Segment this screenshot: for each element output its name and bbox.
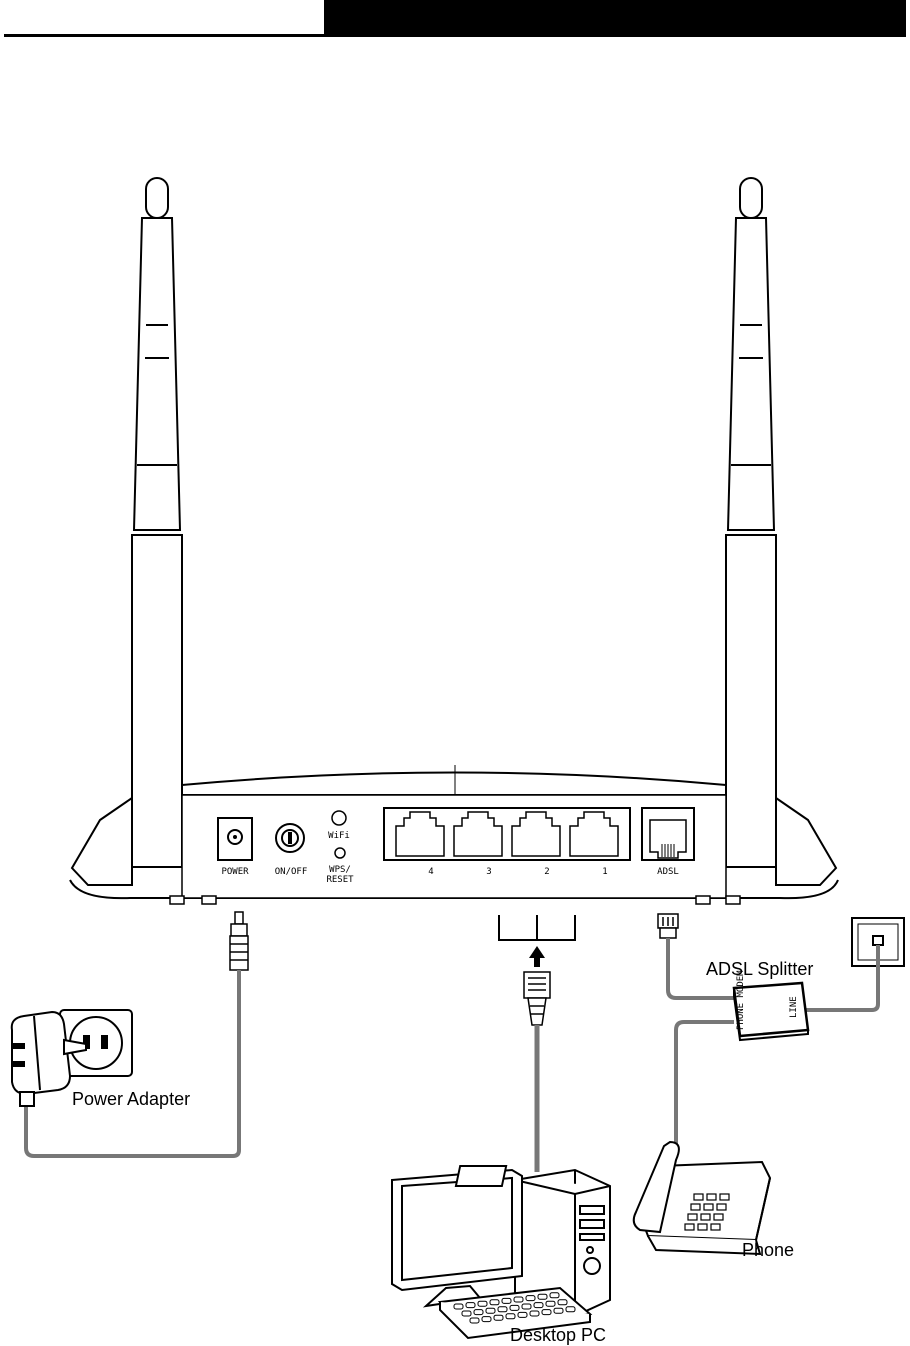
- phone-cable: [676, 1022, 734, 1148]
- keyboard-key: [522, 1304, 531, 1309]
- keyboard-key: [478, 1301, 487, 1306]
- ethernet-plug: [524, 972, 550, 1025]
- phone-key: [707, 1194, 716, 1200]
- wps-reset-button[interactable]: [335, 848, 345, 858]
- keyboard-key: [554, 1308, 563, 1313]
- phone-key: [691, 1204, 700, 1210]
- phone-key: [698, 1224, 707, 1230]
- phone-key: [711, 1224, 720, 1230]
- keyboard-key: [566, 1307, 575, 1312]
- power-adapter-label: Power Adapter: [72, 1089, 190, 1109]
- phone-key: [720, 1194, 729, 1200]
- keyboard-key: [518, 1312, 527, 1317]
- keyboard-key: [514, 1297, 523, 1302]
- keyboard-key: [530, 1311, 539, 1316]
- keyboard-key: [538, 1294, 547, 1299]
- phone-key: [688, 1214, 697, 1220]
- wifi-button[interactable]: [332, 811, 346, 825]
- keyboard-key: [526, 1296, 535, 1301]
- phone-key: [717, 1204, 726, 1210]
- keyboard-key: [470, 1318, 479, 1323]
- keyboard-key: [498, 1307, 507, 1312]
- keyboard-key: [486, 1308, 495, 1313]
- antenna-left: [132, 178, 182, 867]
- keyboard-key: [502, 1298, 511, 1303]
- keyboard-key: [482, 1317, 491, 1322]
- keyboard-key: [510, 1305, 519, 1310]
- desktop-pc-icon: [392, 1170, 610, 1338]
- splitter-port-left-label: PHONE MODEM: [736, 970, 746, 1030]
- keyboard-key: [490, 1300, 499, 1305]
- keyboard-key: [558, 1300, 567, 1305]
- adsl-port[interactable]: [642, 808, 694, 860]
- antenna-right: [726, 178, 776, 867]
- phone-key: [685, 1224, 694, 1230]
- power-jack[interactable]: [218, 818, 252, 860]
- phone-key: [704, 1204, 713, 1210]
- phone-key: [701, 1214, 710, 1220]
- phone-label: Phone: [742, 1240, 794, 1260]
- lan-port-label-4: 4: [428, 867, 433, 877]
- keyboard-key: [462, 1311, 471, 1316]
- power-plug: [230, 912, 248, 970]
- splitter-title: ADSL Splitter: [706, 959, 813, 979]
- splitter-port-right-label: LINE: [789, 996, 799, 1018]
- keyboard-key: [550, 1293, 559, 1298]
- phone-key: [694, 1194, 703, 1200]
- wps-label-line2: RESET: [326, 875, 354, 885]
- onoff-button[interactable]: [276, 824, 304, 852]
- keyboard-key: [466, 1303, 475, 1308]
- lan-port-bracket: [499, 915, 575, 940]
- onoff-label: ON/OFF: [275, 867, 308, 877]
- keyboard-key: [474, 1310, 483, 1315]
- keyboard-key: [494, 1315, 503, 1320]
- wps-label-line1: WPS/: [329, 865, 351, 875]
- desktop-pc-label: Desktop PC: [510, 1325, 606, 1345]
- arrow-up-icon: [529, 946, 545, 967]
- phone-key: [714, 1214, 723, 1220]
- rj11-plug: [658, 914, 678, 938]
- power-port-label: POWER: [221, 867, 249, 877]
- keyboard-key: [542, 1310, 551, 1315]
- keyboard-key: [454, 1304, 463, 1309]
- adsl-port-label: ADSL: [657, 867, 679, 877]
- keyboard-key: [534, 1303, 543, 1308]
- wifi-label: WiFi: [328, 831, 350, 841]
- lan-port-label-1: 1: [602, 867, 607, 877]
- lan-port-label-3: 3: [486, 867, 491, 877]
- lan-port-label-2: 2: [544, 867, 549, 877]
- keyboard-key: [506, 1314, 515, 1319]
- keyboard-key: [546, 1301, 555, 1306]
